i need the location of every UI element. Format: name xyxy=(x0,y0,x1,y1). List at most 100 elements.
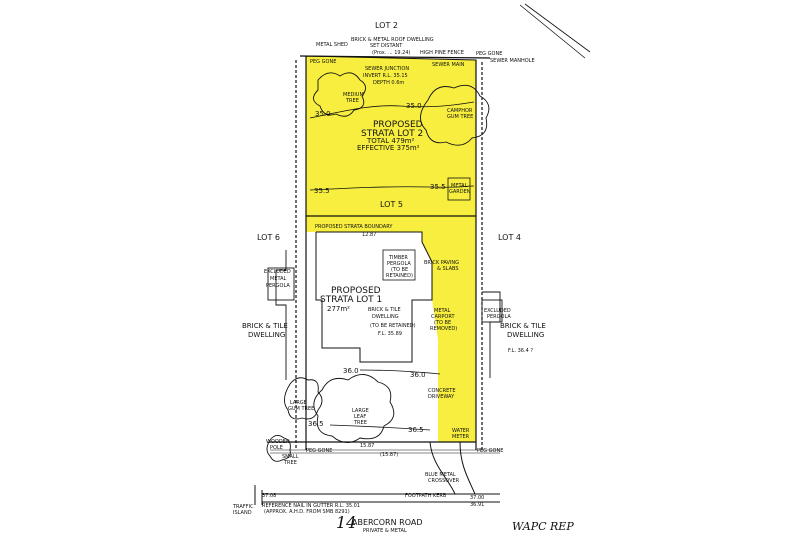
excluded-pergola-right-2: PERGOLA xyxy=(487,314,511,320)
kerb-level-left: 37.08 xyxy=(262,493,276,499)
existing-dwelling xyxy=(315,177,471,363)
contour-lines xyxy=(309,101,475,431)
large-leaf-tree-label-2: LEAF xyxy=(354,414,366,420)
reference-note-2: (APPROX. A.H.D. FROM SMB 8291) xyxy=(264,509,350,515)
blue-metal-label-2: CROSSOVER xyxy=(428,478,460,484)
peg-gone-bottom-left: PEG GONE xyxy=(306,448,332,454)
strata-lot-1-area xyxy=(306,232,438,442)
sewer-junction-label: SEWER JUNCTION xyxy=(365,66,409,72)
camphor-tree-canopy xyxy=(420,84,490,146)
right-dwelling-label-2: DWELLING xyxy=(507,331,544,339)
large-gum-tree-label: LARGE xyxy=(290,400,307,406)
lot-4-label: LOT 4 xyxy=(498,233,521,242)
lot-2-set-distant: SET DISTANT xyxy=(370,43,403,49)
camphor-tree-label: CAMPHOR xyxy=(447,108,473,114)
water-meter-label: WATER xyxy=(452,428,470,434)
pole-label-2: POLE xyxy=(270,445,283,451)
small-tree-label: SMALL xyxy=(282,454,299,460)
pole-label: WOODEN xyxy=(266,439,290,445)
peg-gone-top-left: PEG GONE xyxy=(310,59,336,65)
metal-garden-shed-label-2: GARDEN xyxy=(449,189,471,195)
medium-tree-label-2: TREE xyxy=(345,98,359,104)
sewer-main-label: SEWER MAIN xyxy=(432,62,465,68)
road-number: 14 xyxy=(336,513,356,532)
large-leaf-tree-label: LARGE xyxy=(352,408,369,414)
peg-gone-bottom-right: PEG GONE xyxy=(477,448,503,454)
reference-note: REFERENCE NAIL IN GUTTER R.L. 35.01 xyxy=(262,503,360,509)
kerb-level-right-2: 36.91 xyxy=(470,502,484,508)
trees xyxy=(266,72,490,462)
strata-lot-1-title: PROPOSED xyxy=(331,286,381,296)
large-leaf-tree-label-3: TREE xyxy=(353,420,367,426)
strata-lot-2-title: PROPOSED xyxy=(373,120,423,130)
slabs-label: & SLABS xyxy=(437,266,459,272)
existing-dwelling-label: BRICK & TILE xyxy=(368,307,401,313)
frontage-dimension-2: (15.87) xyxy=(380,452,398,458)
rear-dimension: (Prox. ... 19.24) xyxy=(372,50,411,56)
contour-35-5-left: 35.5 xyxy=(314,187,330,195)
contour-36-5-right: 36.5 xyxy=(408,426,424,434)
high-fence-label: HIGH PINE FENCE xyxy=(420,50,464,56)
sewer-junction-depth: DEPTH 0.6m xyxy=(373,80,404,86)
lot-5-label: LOT 5 xyxy=(380,200,403,209)
adjacent-structures xyxy=(267,250,503,380)
road-lines xyxy=(254,3,591,505)
excluded-metal-pergola-2: METAL xyxy=(270,276,287,282)
small-tree-label-2: TREE xyxy=(283,460,297,466)
metal-garden-shed-label: METAL xyxy=(451,183,468,189)
existing-dwelling-fl: F.L. 35.89 xyxy=(378,331,402,337)
traffic-island-label: TRAFFIC xyxy=(232,504,254,510)
brick-paving-label: BRICK PAVING xyxy=(424,260,459,266)
strata-lot-2-name: STRATA LOT 2 xyxy=(361,129,423,139)
fence-dimension: 12.87 xyxy=(362,232,376,238)
timber-pergola-label-4: RETAINED) xyxy=(386,273,413,279)
lot-6-label: LOT 6 xyxy=(257,233,280,242)
contour-36-5-left: 36.5 xyxy=(308,420,324,428)
metal-carport-label-2: CARPORT xyxy=(431,314,455,320)
water-meter-label-2: METER xyxy=(452,434,470,440)
strata-lot-2-effective: EFFECTIVE 375m² xyxy=(357,144,420,152)
excluded-pergola-right: EXCLUDED xyxy=(484,308,511,314)
lot-2-dwelling-label: BRICK & METAL ROOF DWELLING xyxy=(351,37,434,43)
timber-pergola-label-3: (TO BE xyxy=(391,267,408,273)
kerb-level-right: 37.00 xyxy=(470,495,484,501)
concrete-driveway-label: CONCRETE xyxy=(428,388,456,394)
timber-pergola-label-2: PERGOLA xyxy=(387,261,411,267)
handwritten-reference: WAPC REP xyxy=(512,520,574,533)
lot-boundaries xyxy=(270,55,491,450)
large-gum-tree-canopy xyxy=(284,377,323,420)
left-dwelling-label: BRICK & TILE xyxy=(242,322,288,330)
lot-2-label: LOT 2 xyxy=(375,21,398,30)
large-gum-tree-label-2: GUM TREE xyxy=(288,406,314,412)
blue-metal-label: BLUE METAL xyxy=(425,472,456,478)
metal-carport-label-4: REMOVED) xyxy=(430,326,457,332)
metal-carport-label-3: (TO BE xyxy=(434,320,451,326)
sewer-junction-invert: INVERT R.L. 35.15 xyxy=(363,73,408,79)
large-leaf-tree-canopy xyxy=(313,374,395,443)
strata-lot-1-name: STRATA LOT 1 xyxy=(320,295,382,305)
road-subtitle: PRIVATE & METAL xyxy=(363,528,407,534)
timber-pergola-label: TIMBER xyxy=(388,255,408,261)
metal-shed-label: METAL SHED xyxy=(316,42,348,48)
contour-35-0-left: 35.0 xyxy=(315,110,331,118)
existing-dwelling-retained: (TO BE RETAINED) xyxy=(370,323,416,329)
right-floor-level: F.L. 36.4 ? xyxy=(508,348,533,354)
contour-36-0-right: 36.0 xyxy=(410,371,426,379)
proposed-boundary-label: PROPOSED STRATA BOUNDARY xyxy=(315,224,393,230)
medium-tree-canopy xyxy=(313,72,366,117)
frontage-dimension: 15.87 xyxy=(360,443,374,449)
contour-35-0-right: 35.0 xyxy=(406,102,422,110)
excluded-metal-pergola-1: EXCLUDED xyxy=(264,269,291,275)
excluded-metal-pergola-3: PERGOLA xyxy=(266,283,290,289)
contour-36-0-left: 36.0 xyxy=(343,367,359,375)
footpath-kerb-label: FOOTPATH KERB xyxy=(405,493,447,499)
strata-lot-1-shared-driveway xyxy=(306,216,476,442)
strata-lot-2-total: TOTAL 479m² xyxy=(366,137,415,145)
medium-tree-label: MEDIUM xyxy=(343,92,364,98)
sewer-manhole-label: SEWER MANHOLE xyxy=(490,58,535,64)
strata-lot-1-area: 277m² xyxy=(327,305,350,313)
contour-35-5-right: 35.5 xyxy=(430,183,446,191)
right-dwelling-label: BRICK & TILE xyxy=(500,322,546,330)
camphor-tree-label-2: GUM TREE xyxy=(447,114,473,120)
